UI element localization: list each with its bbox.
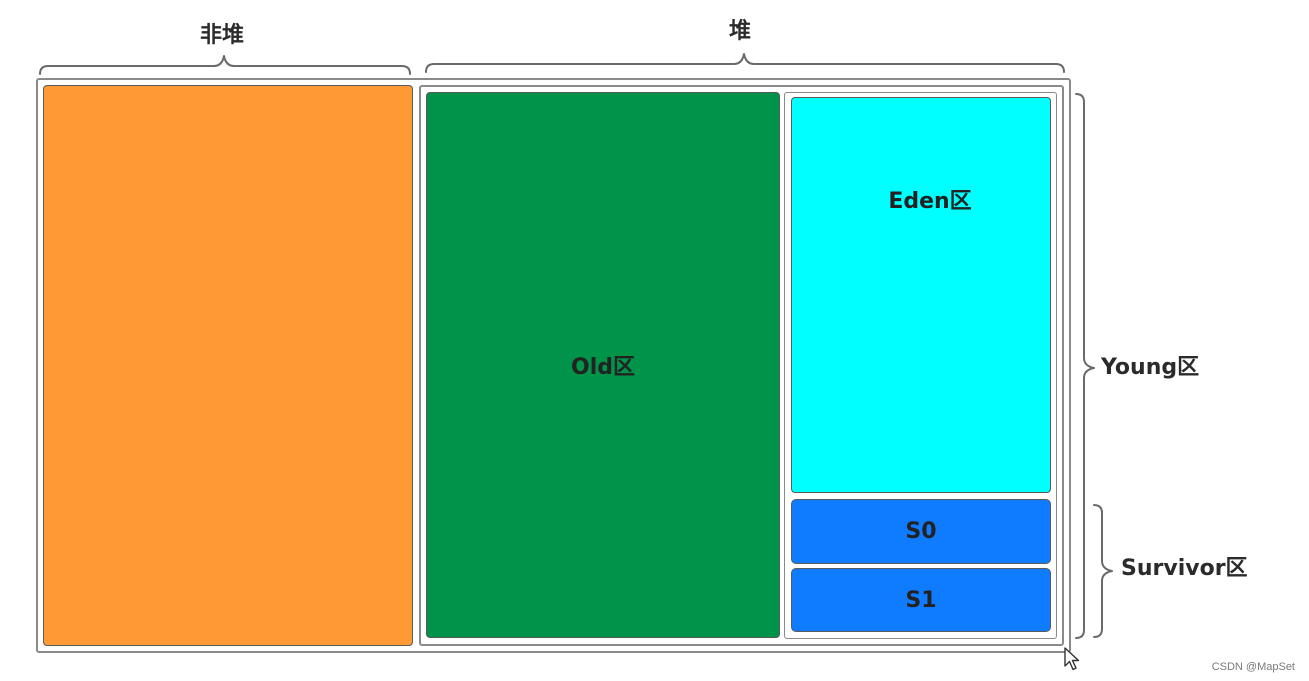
survivor-label: Survivor区 (1121, 556, 1248, 581)
young-label: Young区 (1101, 355, 1200, 380)
s0-region-label: S0 (905, 519, 937, 544)
s1-region: S1 (791, 568, 1051, 632)
watermark: CSDN @MapSet (1211, 661, 1295, 673)
heap-label: 堆 (729, 19, 752, 44)
young-brace (1075, 93, 1095, 639)
survivor-brace (1093, 504, 1113, 638)
non-heap-region (43, 85, 413, 646)
s0-region: S0 (791, 499, 1051, 564)
non-heap-label: 非堆 (200, 23, 245, 48)
old-region-label: Old区 (571, 355, 635, 380)
cursor-icon (1064, 647, 1080, 671)
s1-region-label: S1 (905, 587, 937, 613)
eden-region: Eden区 (791, 97, 1051, 493)
non-heap-brace (39, 55, 411, 75)
heap-brace (425, 53, 1065, 73)
eden-region-label: Eden区 (888, 189, 972, 214)
old-region: Old区 (426, 92, 780, 638)
